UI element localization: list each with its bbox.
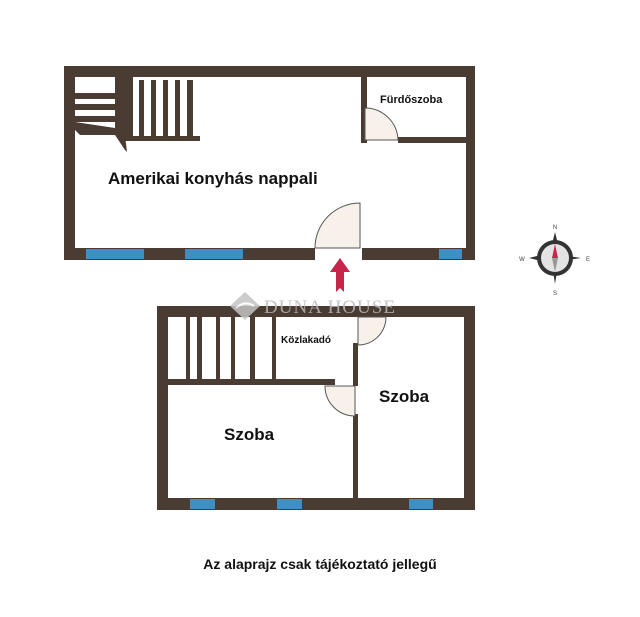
bathroom-wall-horizontal: [398, 137, 466, 143]
upper-windows: [86, 249, 462, 259]
upper-stairs: [75, 77, 200, 152]
lower-floor: Közlakadó Szoba Szoba: [157, 306, 475, 510]
corridor-wall: [272, 317, 276, 380]
lower-wall-vertical-top: [353, 343, 358, 386]
compass-w: W: [519, 257, 525, 263]
corridor-label: Közlakadó: [281, 335, 331, 346]
room-left-label: Szoba: [224, 425, 275, 444]
entrance-door: [314, 202, 362, 260]
upper-floor: Amerikai konyhás nappali Fürdőszoba: [64, 66, 475, 260]
right-room-door: [357, 316, 387, 346]
duna-house-watermark: DUNA HOUSE: [230, 292, 396, 320]
lower-stairs: [186, 317, 255, 380]
lower-windows: [190, 499, 433, 509]
lower-wall-horizontal: [168, 379, 335, 385]
bathroom-label: Fürdőszoba: [380, 94, 443, 106]
bathroom-door: [364, 107, 399, 141]
watermark-text: DUNA HOUSE: [264, 297, 396, 318]
compass-s: S: [553, 291, 557, 297]
entrance-arrow-icon: [330, 258, 350, 292]
compass-n: N: [553, 225, 557, 231]
living-room-label: Amerikai konyhás nappali: [108, 169, 318, 188]
left-room-door: [324, 385, 356, 417]
room-right-label: Szoba: [379, 387, 430, 406]
compass-e: E: [586, 257, 590, 263]
compass-icon: N E S W: [519, 225, 590, 297]
bathroom-wall-vertical: [361, 77, 367, 143]
lower-wall-vertical-bottom: [353, 414, 358, 498]
disclaimer: Az alaprajz csak tájékoztató jellegű: [203, 556, 436, 572]
